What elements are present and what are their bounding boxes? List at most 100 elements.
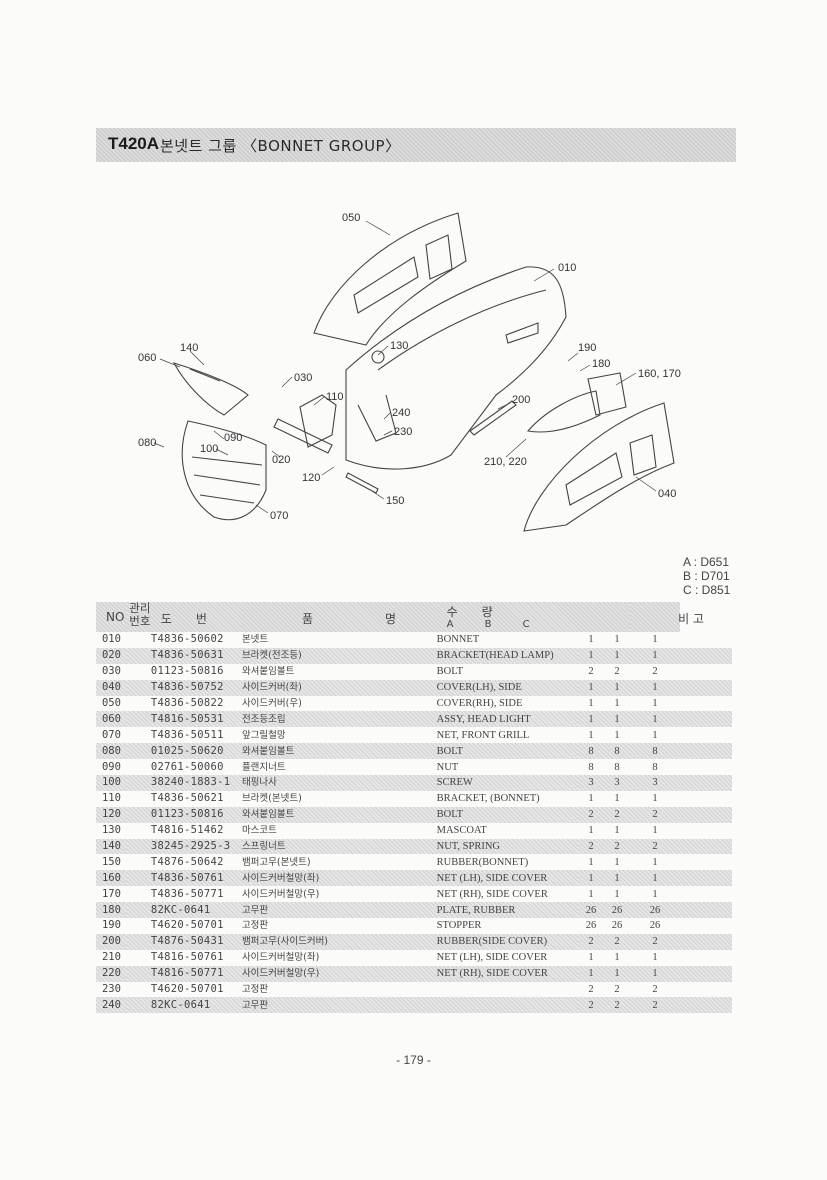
- section-title-bar: T420A 본넷트 그룹 〈BONNET GROUP〉: [96, 128, 736, 162]
- cell-kr: 태핑나사: [241, 775, 437, 791]
- callout-180: 180: [592, 358, 610, 370]
- cell-en: BRACKET(HEAD LAMP): [436, 647, 578, 664]
- callout-200: 200: [512, 394, 530, 406]
- cell-kr: 와셔붙임볼트: [241, 666, 295, 678]
- cell-kr: 뱀퍼고무(사이드커버): [241, 933, 437, 950]
- cell-kr: 고정판: [241, 920, 269, 932]
- cell-no: 060: [96, 711, 127, 728]
- cell-c: 1: [652, 698, 658, 709]
- cell-part: 02761-50060: [150, 760, 224, 773]
- cell-en: RUBBER(BONNET): [436, 856, 529, 868]
- cell-a: 26: [577, 902, 604, 919]
- callout-020: 020: [272, 454, 290, 466]
- callout-100: 100: [200, 443, 218, 455]
- cell-no: 040: [96, 679, 127, 696]
- callout-080: 080: [138, 437, 156, 449]
- cell-c: 2: [630, 933, 680, 950]
- cell-en: SCREW: [436, 775, 578, 791]
- parts-table: NO 관리 번호 도 번 품 명 수 량 A B C 비 고: [96, 602, 732, 1014]
- cell-part: T4816-50531: [126, 711, 242, 728]
- cell-no: 230: [101, 983, 121, 996]
- cell-b: 1: [614, 825, 620, 837]
- cell-a: 26: [585, 920, 597, 932]
- cell-part: 82KC-0641: [126, 997, 242, 1014]
- cell-b: 1: [604, 711, 631, 728]
- cell-kr: 브라켓(전조등): [241, 647, 437, 664]
- cell-a: 1: [588, 634, 594, 646]
- cell-en: COVER(LH), SIDE: [436, 679, 578, 696]
- cell-en: NET (RH), SIDE COVER: [436, 965, 578, 982]
- cell-no: 220: [96, 965, 127, 982]
- cell-remarks: [680, 632, 732, 648]
- cell-b: 8: [614, 761, 620, 773]
- cell-a: 2: [577, 997, 604, 1014]
- cell-no: 160: [96, 870, 127, 887]
- cell-en: NET (LH), SIDE COVER: [436, 952, 548, 964]
- cell-b: 1: [614, 856, 620, 868]
- cell-part: T4836-50602: [150, 633, 224, 646]
- cell-c: 8: [652, 761, 658, 773]
- cell-en: BRACKET, (BONNET): [436, 793, 540, 805]
- cell-no: 120: [96, 806, 127, 823]
- cell-no: 020: [96, 647, 127, 664]
- cell-kr: 사이드커버(좌): [241, 679, 437, 696]
- cell-no: 210: [101, 951, 121, 964]
- page-number: - 179 -: [396, 1053, 431, 1067]
- cell-c: 2: [630, 806, 680, 823]
- cell-no: 010: [101, 633, 121, 646]
- cell-c: 2: [630, 838, 680, 855]
- cell-c: 1: [652, 952, 658, 964]
- cell-c: 3: [630, 775, 680, 791]
- cell-part: 01025-50620: [126, 743, 242, 760]
- header-qty-a: A: [446, 619, 454, 630]
- cell-b: 2: [604, 933, 631, 950]
- cell-c: 8: [630, 743, 680, 760]
- cell-remarks: [680, 759, 732, 775]
- cell-part: T4620-50701: [150, 919, 224, 932]
- header-qty: 수 량: [446, 605, 493, 619]
- cell-en: NET (LH), SIDE COVER: [436, 870, 578, 887]
- cell-part: 01123-50816: [150, 665, 224, 678]
- cell-no: 130: [101, 824, 121, 837]
- cell-kr: 사이드커버철망(좌): [241, 952, 320, 964]
- callout-060: 060: [138, 352, 156, 364]
- model-code: T420A: [108, 134, 160, 153]
- cell-remarks: [679, 775, 732, 791]
- cell-no: 110: [101, 792, 121, 805]
- cell-en: COVER(RH), SIDE: [436, 698, 523, 709]
- cell-b: 1: [614, 634, 620, 646]
- cell-c: 1: [652, 888, 658, 900]
- callout-050: 050: [342, 212, 360, 224]
- cell-en: BOLT: [436, 806, 578, 823]
- legend-a: A : D651: [683, 555, 730, 569]
- cell-remarks: [680, 696, 732, 712]
- cell-b: 1: [614, 729, 620, 741]
- cell-no: 140: [96, 838, 127, 855]
- cell-c: 1: [652, 825, 658, 837]
- cell-remarks: [679, 711, 732, 728]
- cell-a: 1: [577, 679, 604, 696]
- cell-c: 1: [652, 729, 658, 741]
- cell-kr: 사이드커버철망(우): [241, 965, 437, 982]
- cell-kr: 고무판: [241, 902, 437, 919]
- cell-part: 01123-50816: [126, 806, 242, 823]
- cell-a: 2: [577, 806, 604, 823]
- cell-en: NET (RH), SIDE COVER: [436, 888, 548, 900]
- cell-no: 090: [101, 760, 121, 773]
- cell-remarks: [679, 902, 732, 919]
- cell-kr: 브라켓(본넷트): [241, 793, 302, 805]
- callout-150: 150: [386, 495, 404, 507]
- cell-no: 030: [101, 665, 121, 678]
- cell-kr: 사이드커버철망(좌): [241, 870, 437, 887]
- cell-part: T4836-50761: [126, 870, 242, 887]
